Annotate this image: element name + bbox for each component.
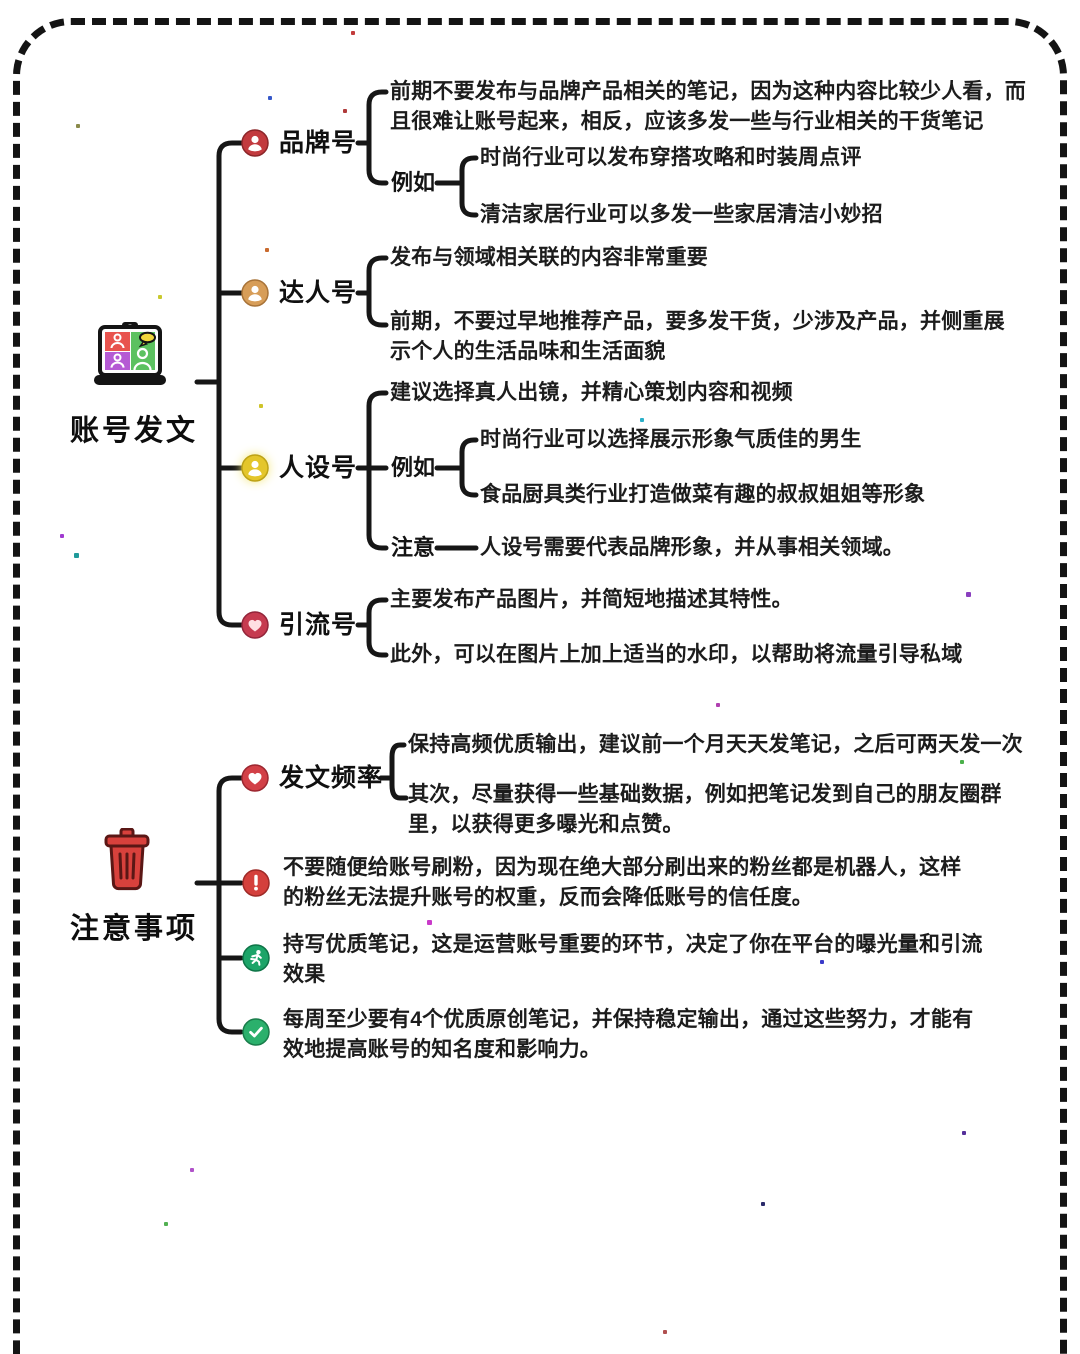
check-circle-icon xyxy=(242,1018,270,1046)
leaf-persona-p1: 建议选择真人出镜，并精心策划内容和视频 xyxy=(390,381,793,404)
leaf-influencer-p1: 发布与领域相关联的内容非常重要 xyxy=(390,246,708,269)
noise-dot xyxy=(76,124,80,128)
branch-label-persona-account: 人设号 xyxy=(279,454,358,482)
leaf-traffic-p1: 主要发布产品图片，并简短地描述其特性。 xyxy=(390,588,793,611)
noise-dot xyxy=(265,248,269,252)
persona-account-person-icon xyxy=(241,454,269,482)
brand-account-person-icon xyxy=(241,129,269,157)
noise-dot xyxy=(761,1202,765,1206)
root-label-precautions: 注意事项 xyxy=(70,913,199,945)
leaf-weekly-original-notes: 每周至少要有4个优质原创笔记，并保持稳定输出，通过这些努力，才能有效地提高账号的… xyxy=(283,1008,974,1061)
noise-dot xyxy=(343,109,347,113)
leaf-quality-notes: 持写优质笔记，这是运营账号重要的环节，决定了你在平台的曝光量和引流效果 xyxy=(283,933,983,986)
trash-icon xyxy=(101,827,153,892)
noise-dot xyxy=(663,1330,667,1334)
noise-dot xyxy=(60,534,64,538)
leaf-frequency-p1: 保持高频优质输出，建议前一个月天天发笔记，之后可两天发一次 xyxy=(408,733,1023,756)
post-frequency-heart-icon xyxy=(241,764,269,792)
noise-dot xyxy=(158,295,162,299)
laptop-video-call-icon xyxy=(86,322,174,392)
branch-label-brand-account: 品牌号 xyxy=(279,129,358,157)
branch-label-post-frequency: 发文频率 xyxy=(279,764,384,792)
leaf-persona-example-1: 时尚行业可以选择展示形象气质佳的男生 xyxy=(480,428,862,451)
noise-dot xyxy=(164,1222,168,1226)
leaf-persona-example-2: 食品厨具类行业打造做菜有趣的叔叔姐姐等形象 xyxy=(480,483,926,506)
noise-dot xyxy=(820,960,824,964)
leaf-traffic-p2: 此外，可以在图片上加上适当的水印，以帮助将流量引导私域 xyxy=(390,643,963,666)
sublabel-persona-note: 注意 xyxy=(391,535,436,560)
leaf-influencer-p2: 前期，不要过早地推荐产品，要多发干货，少涉及产品，并侧重展示个人的生活品味和生活… xyxy=(390,310,1005,363)
sublabel-brand-example: 例如 xyxy=(391,170,436,195)
leaf-persona-note: 人设号需要代表品牌形象，并从事相关领域。 xyxy=(480,536,904,559)
root-label-account-posting: 账号发文 xyxy=(70,415,199,447)
leaf-brand-example-2: 清洁家居行业可以多发一些家居清洁小妙招 xyxy=(480,203,883,226)
noise-dot xyxy=(427,920,432,925)
noise-dot xyxy=(640,418,644,422)
noise-dot xyxy=(190,1168,194,1172)
noise-dot xyxy=(966,592,971,597)
noise-dot xyxy=(960,760,964,764)
noise-dot xyxy=(259,404,263,408)
sublabel-persona-example: 例如 xyxy=(391,455,436,480)
leaf-brand-p1: 前期不要发布与品牌产品相关的笔记，因为这种内容比较少人看，而且很难让账号起来，相… xyxy=(390,80,1026,133)
noise-dot xyxy=(962,1131,966,1135)
leaf-no-fake-followers: 不要随便给账号刷粉，因为现在绝大部分刷出来的粉丝都是机器人，这样的粉丝无法提升账… xyxy=(283,856,962,909)
influencer-account-person-icon xyxy=(241,279,269,307)
noise-dot xyxy=(74,553,79,558)
noise-dot xyxy=(268,96,272,100)
branch-label-influencer-account: 达人号 xyxy=(279,279,358,307)
traffic-account-heart-icon xyxy=(241,611,269,639)
runner-circle-icon xyxy=(242,944,270,972)
branch-label-traffic-account: 引流号 xyxy=(279,611,358,639)
noise-dot xyxy=(716,703,720,707)
leaf-brand-example-1: 时尚行业可以发布穿搭攻略和时装周点评 xyxy=(480,146,862,169)
noise-dot xyxy=(351,31,355,35)
exclamation-circle-icon xyxy=(242,869,270,897)
leaf-frequency-p2: 其次，尽量获得一些基础数据，例如把笔记发到自己的朋友圈群里，以获得更多曝光和点赞… xyxy=(408,783,1002,836)
